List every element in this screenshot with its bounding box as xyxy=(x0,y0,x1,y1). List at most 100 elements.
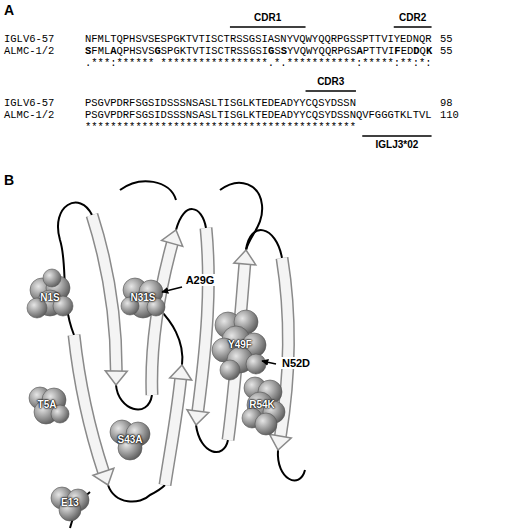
strand-arrowhead xyxy=(93,468,114,485)
region-label: IGLJ3*02 xyxy=(376,139,419,151)
mutation-label: N1S xyxy=(40,292,59,304)
region-bar xyxy=(230,26,306,28)
residue: F xyxy=(394,45,400,57)
region-bar xyxy=(306,90,356,92)
coil-loops xyxy=(58,181,305,528)
residue: W xyxy=(306,45,312,57)
mutation-label: T5A xyxy=(38,399,57,411)
residue: C xyxy=(218,45,224,57)
strand-arrowhead xyxy=(170,365,192,380)
strand-edge xyxy=(74,335,108,485)
coil-loop xyxy=(108,485,165,502)
residue: T xyxy=(369,45,375,57)
mutation-label: N31S xyxy=(130,292,155,304)
residue: I xyxy=(262,45,268,57)
residue-number: 110 xyxy=(440,109,459,121)
sequence: PSGVPDRFSGSIDSSSNSASLTISGLKTEDEADYYCQSYD… xyxy=(85,109,432,121)
mutation-callout: A29G xyxy=(184,274,217,286)
mutation-callout: N52D xyxy=(280,357,312,369)
residue: V xyxy=(142,45,148,57)
residue: S xyxy=(274,45,280,57)
residue: S xyxy=(255,45,261,57)
residue: V xyxy=(192,45,198,57)
strand-face xyxy=(196,228,208,425)
residue: F xyxy=(91,45,97,57)
residue: I xyxy=(205,45,211,57)
residue: G xyxy=(173,45,179,57)
residue: S xyxy=(136,45,142,57)
residue: S xyxy=(243,45,249,57)
strand-arrowhead xyxy=(270,434,292,450)
residue-number: 98 xyxy=(440,97,453,109)
coil-loop xyxy=(246,230,282,258)
conservation-line: .***:****** *****************.*.********… xyxy=(85,57,432,69)
residue: D xyxy=(413,45,419,57)
residue: Q xyxy=(325,45,331,57)
strand-edge xyxy=(165,365,182,485)
residue: Q xyxy=(420,45,426,57)
residue: G xyxy=(154,45,160,57)
region-bar xyxy=(362,135,431,137)
atom-sphere xyxy=(220,360,240,380)
residue: V xyxy=(293,45,299,57)
residue-number: 55 xyxy=(440,33,453,45)
residue: I xyxy=(388,45,394,57)
residue: P xyxy=(167,45,173,57)
residue: G xyxy=(249,45,255,57)
mutation-label: Y49F xyxy=(228,339,252,351)
residue: Y xyxy=(287,45,293,57)
residue: S xyxy=(211,45,217,57)
residue: S xyxy=(281,45,287,57)
residue-number: 55 xyxy=(440,45,453,57)
residue: V xyxy=(382,45,388,57)
residue: T xyxy=(199,45,205,57)
residue: G xyxy=(268,45,274,57)
residue: P xyxy=(123,45,129,57)
atom-sphere xyxy=(43,269,61,287)
residue-spheres xyxy=(27,269,285,521)
residue: H xyxy=(129,45,135,57)
residue: R xyxy=(230,45,236,57)
residue: S xyxy=(237,45,243,57)
residue: Q xyxy=(319,45,325,57)
conservation-line: ****************************************… xyxy=(85,121,356,133)
strand-edge xyxy=(196,228,208,425)
residue: R xyxy=(331,45,337,57)
strand-edge xyxy=(92,215,116,385)
coil-loop xyxy=(120,181,176,200)
residue: T xyxy=(375,45,381,57)
atom-sphere xyxy=(255,413,277,435)
strand-face xyxy=(92,215,116,385)
strand-arrowhead xyxy=(187,410,209,425)
region-label: CDR1 xyxy=(254,12,281,24)
leader-arrows xyxy=(162,287,276,364)
strand-arrowhead xyxy=(234,250,256,265)
residue: S xyxy=(350,45,356,57)
coil-loop xyxy=(160,310,182,365)
residue: A xyxy=(356,45,362,57)
residue: P xyxy=(338,45,344,57)
mutation-label: S43A xyxy=(117,434,142,446)
sequence: SFMLAQPHSVSGSPGKTVTISCTRSSGSIGSSYVQWYQQR… xyxy=(85,45,432,57)
coil-loop xyxy=(220,183,262,250)
residue: D xyxy=(407,45,413,57)
mutation-label: E13 xyxy=(61,497,79,509)
strand-arrowhead xyxy=(162,230,183,246)
leader-arrow xyxy=(262,361,276,364)
sequence: PSGVPDRFSGSIDSSSNSASLTISGLKTEDEADYYCQSYD… xyxy=(85,97,356,109)
residue: Y xyxy=(312,45,318,57)
residue: G xyxy=(344,45,350,57)
sequence-name: IGLV6-57 xyxy=(4,33,54,45)
residue: M xyxy=(98,45,104,57)
sequence-name: ALMC-1/2 xyxy=(4,109,54,121)
residue: P xyxy=(363,45,369,57)
residue: T xyxy=(224,45,230,57)
residue: Q xyxy=(300,45,306,57)
coil-loop xyxy=(278,450,305,480)
mutation-label: R54K xyxy=(249,399,275,411)
region-label: CDR2 xyxy=(399,12,426,24)
region-label: CDR3 xyxy=(317,76,344,88)
strand-arrowhead xyxy=(105,371,127,385)
